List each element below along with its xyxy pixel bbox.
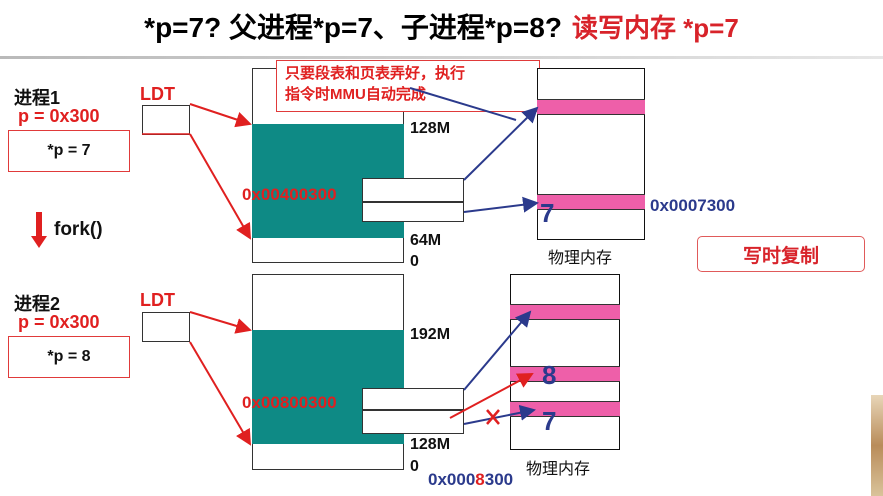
title-divider: [0, 56, 883, 59]
process1-deref: *p = 7: [47, 142, 91, 159]
physical-memory-1: [537, 68, 645, 240]
slide-title: *p=7? 父进程*p=7、子进程*p=8? 读写内存 *p=7: [0, 6, 883, 46]
process1-ldt-label: LDT: [140, 84, 175, 104]
process1-name: 进程1: [14, 88, 61, 108]
side-image-strip: [871, 395, 883, 496]
phys2-address: 0x0008300: [428, 470, 513, 490]
copy-on-write-button[interactable]: 写时复制: [697, 236, 865, 272]
phys1-label: 物理内存: [548, 250, 613, 267]
phys2-address-red: 8: [475, 470, 485, 489]
phys2-label: 物理内存: [526, 461, 591, 478]
seg2-zero-label: 0: [410, 458, 419, 475]
phys2-old-value: 7: [542, 406, 557, 436]
process2-deref: *p = 8: [47, 348, 91, 365]
page-entry-2b: [362, 410, 464, 434]
page-entry-2a: [362, 388, 464, 410]
ldt2-arrow-top: [189, 311, 252, 334]
callout-line2: 指令时MMU自动完成: [285, 86, 426, 103]
title-accent: 读写内存 *p=7: [571, 13, 739, 43]
ldt1-arrow-top: [189, 103, 252, 128]
callout-line1: 只要段表和页表弄好，执行: [285, 65, 466, 82]
pt1-arrow-top: [463, 106, 539, 181]
seg1-base-label: 64M: [410, 232, 442, 249]
pt2-arrow-new: [449, 373, 534, 419]
title-main: *p=7? 父进程*p=7、子进程*p=8?: [144, 12, 562, 43]
phys2-page-top: [510, 304, 620, 320]
phys2-page-new: [510, 366, 620, 382]
phys1-page-top: [537, 99, 645, 115]
phys2-address-suffix: 300: [484, 470, 514, 489]
phys1-page-data: [537, 194, 645, 210]
pt1-arrow-data: [463, 196, 539, 213]
phys2-address-prefix: 0x000: [428, 470, 476, 489]
page-entry-1a: [362, 178, 464, 202]
process2-ldt-box: [142, 312, 190, 342]
fork-label: fork(): [54, 219, 103, 240]
physical-memory-2: [510, 274, 620, 450]
ldt2-arrow-bottom: [189, 341, 252, 446]
fork-arrow-icon: [31, 236, 47, 248]
mmu-callout: 只要段表和页表弄好，执行 指令时MMU自动完成: [276, 60, 540, 112]
pt2-arrow-old: [463, 404, 536, 425]
pt2-arrow-top: [463, 310, 532, 391]
seg1-top-label: 128M: [410, 120, 451, 137]
seg2-address: 0x00800300: [242, 393, 337, 412]
callout-pointer: [409, 87, 517, 121]
seg2-top-label: 192M: [410, 326, 451, 343]
phys2-new-value: 8: [542, 360, 557, 390]
cross-icon-b: [486, 409, 500, 425]
process2-deref-box: *p = 8: [8, 336, 130, 378]
ldt1-arrow-bottom: [189, 133, 251, 240]
phys2-page-old: [510, 401, 620, 417]
process2-p-value: p = 0x300: [18, 312, 100, 332]
process1-deref-box: *p = 7: [8, 130, 130, 172]
process2-ldt-label: LDT: [140, 290, 175, 310]
seg1-zero-label: 0: [410, 253, 419, 270]
seg1-address: 0x00400300: [242, 185, 337, 204]
page-entry-1b: [362, 202, 464, 222]
phys1-address: 0x0007300: [650, 196, 736, 215]
copy-on-write-label: 写时复制: [742, 245, 819, 267]
process2-name: 进程2: [14, 294, 61, 314]
phys1-value: 7: [540, 198, 555, 228]
seg2-base-label: 128M: [410, 436, 451, 453]
fork-arrow-shaft: [36, 212, 42, 238]
process1-p-value: p = 0x300: [18, 106, 100, 126]
